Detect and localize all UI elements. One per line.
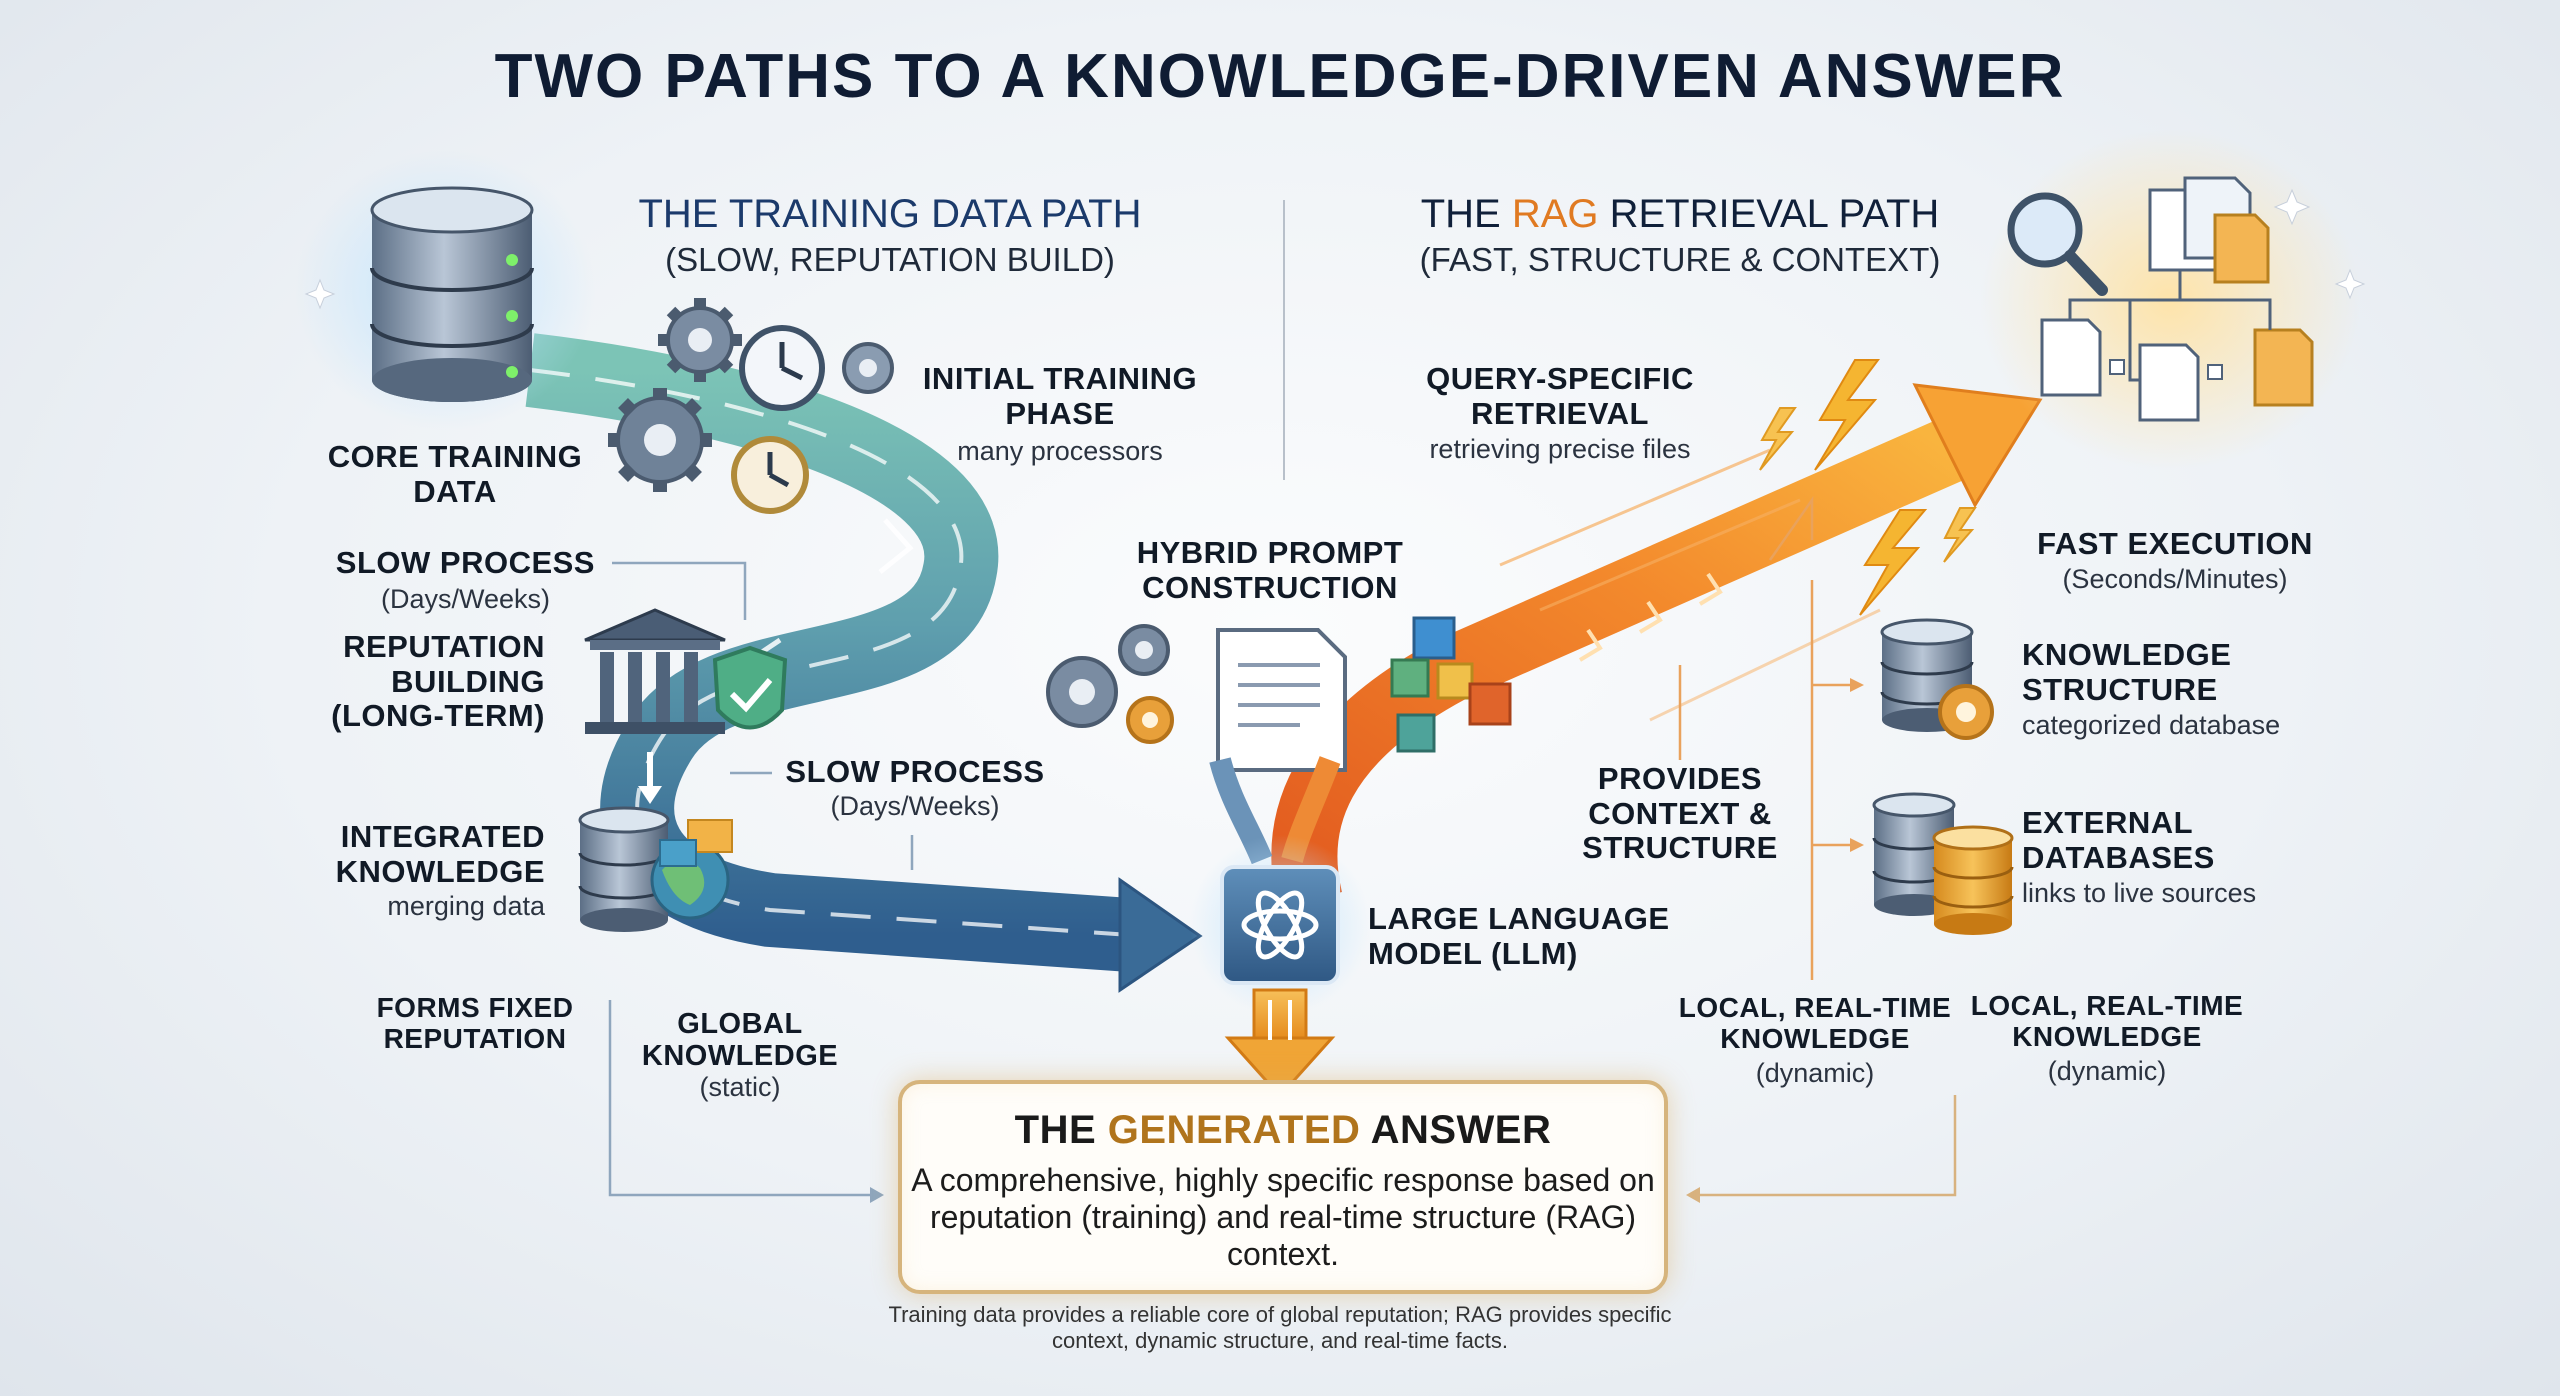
fast-execution-note: (Seconds/Minutes) bbox=[2062, 564, 2288, 594]
lightning-icon bbox=[1759, 359, 1977, 616]
forms-fixed-label: FORMS FIXED REPUTATION bbox=[376, 992, 574, 1055]
core-training-label: CORE TRAINING DATA bbox=[327, 439, 583, 509]
knowledge-structure-label: KNOWLEDGE STRUCTURE bbox=[2022, 637, 2232, 707]
external-db-label: EXTERNAL DATABASES bbox=[2022, 805, 2215, 875]
llm-icon bbox=[1220, 865, 1340, 985]
local-knowledge-label-2: LOCAL, REAL-TIME KNOWLEDGE bbox=[1970, 990, 2244, 1053]
document-icon bbox=[1216, 628, 1347, 772]
local-knowledge-note-1: (dynamic) bbox=[1755, 1058, 1875, 1088]
answer-box bbox=[898, 1080, 1668, 1294]
down-arrow-answer bbox=[1224, 988, 1336, 1099]
footnote: Training data provides a reliable core o… bbox=[888, 1302, 1672, 1354]
folder-icon bbox=[659, 819, 733, 867]
sparkle-icon bbox=[304, 188, 2366, 310]
local-knowledge-note-2: (dynamic) bbox=[2047, 1056, 2167, 1086]
answer-title: THE GENERATED ANSWER bbox=[1014, 1108, 1552, 1152]
answer-body: A comprehensive, highly specific respons… bbox=[911, 1162, 1655, 1273]
knowledge-db-icon bbox=[1880, 618, 1994, 740]
external-db-icon bbox=[1872, 792, 2014, 935]
slow-process-label-2: SLOW PROCESS bbox=[785, 754, 1045, 789]
file-stack-icon bbox=[2040, 176, 2314, 422]
rag-path-heading: THE RAG RETRIEVAL PATH bbox=[1420, 192, 1940, 236]
shield-icon bbox=[712, 645, 788, 730]
slow-process-note-2: (Days/Weeks) bbox=[830, 791, 1000, 821]
connectors bbox=[608, 496, 1957, 1203]
slow-process-note-1: (Days/Weeks) bbox=[380, 584, 550, 614]
training-path-subheading: (SLOW, REPUTATION BUILD) bbox=[665, 241, 1115, 278]
down-arrow-small bbox=[638, 752, 662, 804]
training-path-heading: THE TRAINING DATA PATH bbox=[638, 192, 1142, 236]
rag-path-subheading: (FAST, STRUCTURE & CONTEXT) bbox=[1419, 241, 1941, 278]
query-retrieval-note: retrieving precise files bbox=[1429, 434, 1691, 464]
external-db-note: links to live sources bbox=[2022, 878, 2257, 908]
knowledge-structure-note: categorized database bbox=[2022, 710, 2281, 740]
global-knowledge-label: GLOBAL KNOWLEDGE bbox=[641, 1008, 839, 1073]
page-title: TWO PATHS TO A KNOWLEDGE-DRIVEN ANSWER bbox=[494, 42, 2066, 111]
gear-icon bbox=[608, 298, 894, 492]
integrated-knowledge-label: INTEGRATED KNOWLEDGE bbox=[335, 819, 545, 889]
clock-icon bbox=[731, 325, 825, 514]
query-retrieval-label: QUERY-SPECIFIC RETRIEVAL bbox=[1426, 361, 1694, 431]
fast-execution-label: FAST EXECUTION bbox=[2037, 526, 2313, 561]
initial-training-label: INITIAL TRAINING PHASE bbox=[922, 361, 1198, 431]
reputation-building-label: REPUTATION BUILDING (LONG-TERM) bbox=[331, 629, 545, 734]
bank-icon bbox=[584, 608, 726, 734]
gear-icon bbox=[1046, 624, 1174, 744]
llm-label: LARGE LANGUAGE MODEL (LLM) bbox=[1368, 901, 1670, 971]
initial-training-note: many processors bbox=[957, 436, 1163, 466]
provides-context-label: PROVIDES CONTEXT & STRUCTURE bbox=[1582, 761, 1778, 866]
slow-process-label-1: SLOW PROCESS bbox=[335, 545, 595, 580]
local-knowledge-label-1: LOCAL, REAL-TIME KNOWLEDGE bbox=[1678, 992, 1952, 1055]
core-database-icon bbox=[370, 186, 534, 402]
hybrid-prompt-label: HYBRID PROMPT CONSTRUCTION bbox=[1136, 535, 1404, 605]
cubes-icon bbox=[1390, 616, 1512, 753]
integrated-knowledge-note: merging data bbox=[387, 891, 545, 921]
global-knowledge-note: (static) bbox=[699, 1072, 781, 1102]
magnifier-icon bbox=[2007, 192, 2108, 296]
